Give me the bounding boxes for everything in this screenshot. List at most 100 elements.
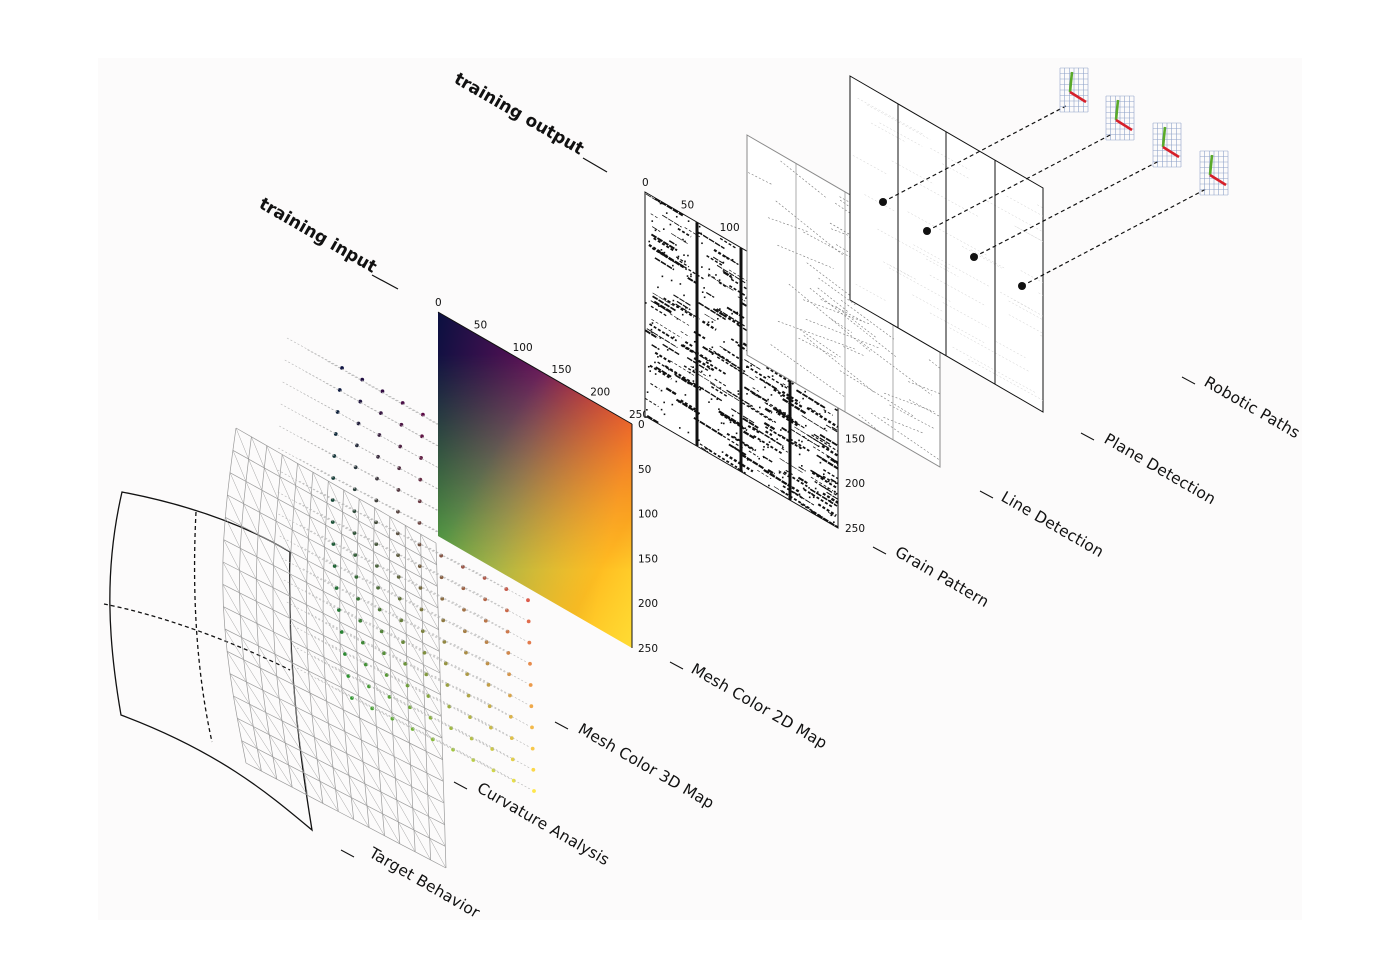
grain-speck <box>767 446 769 448</box>
grain-speck <box>782 477 784 479</box>
grain-speck <box>648 241 650 243</box>
grain-speck <box>690 276 692 278</box>
grain-speck <box>679 427 681 429</box>
grain-speck <box>768 485 770 487</box>
grain-speck <box>818 445 820 447</box>
grain-speck <box>807 439 809 441</box>
grain-speck <box>663 402 665 404</box>
grain-speck <box>818 475 820 477</box>
mesh-color-point <box>355 444 359 448</box>
grain-speck <box>719 308 721 310</box>
grain-speck <box>764 387 766 389</box>
mesh2d-side-tick: 100 <box>638 509 658 521</box>
grain-speck <box>747 459 749 461</box>
mesh2d-side-tick: 50 <box>638 464 651 476</box>
grain-speck <box>734 311 736 313</box>
mesh-color-point <box>526 598 530 602</box>
grain-speck <box>803 436 805 438</box>
grain-speck <box>734 447 736 449</box>
mesh2d-side-tick: 250 <box>638 643 658 655</box>
grain-speck <box>802 398 804 400</box>
grain-speck <box>701 266 703 268</box>
mesh2d-top-tick: 150 <box>551 364 571 376</box>
grain-speck <box>746 393 748 395</box>
grain-speck <box>651 329 653 331</box>
grain-speck <box>790 445 792 447</box>
grain-speck <box>684 241 686 243</box>
grain-speck <box>763 449 765 451</box>
grain-speck <box>645 302 647 304</box>
grain-speck <box>746 366 748 368</box>
grain-speck <box>718 408 720 410</box>
grain-speck <box>723 341 725 343</box>
grain-speck <box>824 428 826 430</box>
grain-speck <box>750 365 752 367</box>
grain-speck <box>701 242 703 244</box>
grain-speck <box>712 347 714 349</box>
grain-speck <box>779 409 781 411</box>
grain-speck <box>763 446 765 448</box>
grain-speck <box>830 514 832 516</box>
grain-speck <box>836 493 838 495</box>
grain-speck <box>685 394 687 396</box>
grain-speck <box>716 398 718 400</box>
grain-speck <box>666 212 668 214</box>
grain-speck <box>685 307 687 309</box>
mesh-color-point <box>376 455 380 459</box>
mesh-color-point <box>531 768 535 772</box>
mesh-color-point <box>532 789 536 793</box>
grain-speck <box>824 411 826 413</box>
grain-speck <box>731 277 733 279</box>
robotic-path-node <box>970 253 978 261</box>
grain-speck <box>736 433 738 435</box>
grain-speck <box>758 458 760 460</box>
grain-speck <box>798 440 800 442</box>
grain-speck <box>675 381 677 383</box>
grain-speck <box>779 472 781 474</box>
grain-speck <box>667 300 669 302</box>
grain-speck <box>801 465 803 467</box>
grain-speck <box>678 256 680 258</box>
grain-speck <box>647 391 649 393</box>
grain-speck <box>687 275 689 277</box>
grain-top-tick: 0 <box>642 177 649 189</box>
grain-speck <box>741 369 743 371</box>
grain-speck <box>771 394 773 396</box>
grain-speck <box>672 404 674 406</box>
grain-speck <box>652 322 654 324</box>
grain-speck <box>835 482 837 484</box>
mesh2d-side-tick: 200 <box>638 598 658 610</box>
grain-speck <box>700 233 702 235</box>
grain-speck <box>769 441 771 443</box>
grain-speck <box>829 500 831 502</box>
grain-speck <box>672 265 674 267</box>
grain-speck <box>667 349 669 351</box>
grain-speck <box>776 412 778 414</box>
mesh-color-point <box>530 726 534 730</box>
grain-speck <box>799 493 801 495</box>
grain-speck <box>671 280 673 282</box>
grain-speck <box>708 321 710 323</box>
mesh2d-side-tick: 150 <box>638 553 658 565</box>
grain-side-tick: 250 <box>845 523 865 535</box>
grain-speck <box>783 492 785 494</box>
grain-speck <box>790 425 792 427</box>
grain-speck <box>664 252 666 254</box>
grain-speck <box>736 312 738 314</box>
mesh-color-point <box>531 747 535 751</box>
grain-speck <box>704 296 706 298</box>
grain-speck <box>674 374 676 376</box>
grain-speck <box>680 265 682 267</box>
grain-speck <box>717 318 719 320</box>
grain-speck <box>741 388 743 390</box>
grain-speck <box>677 318 679 320</box>
grain-speck <box>817 491 819 493</box>
grain-speck <box>723 262 725 264</box>
grain-speck <box>719 279 721 281</box>
grain-speck <box>698 232 700 234</box>
grain-speck <box>646 409 648 411</box>
grain-speck <box>660 203 662 205</box>
grain-speck <box>702 291 704 293</box>
grain-speck <box>718 429 720 431</box>
robotic-path-node <box>923 227 931 235</box>
